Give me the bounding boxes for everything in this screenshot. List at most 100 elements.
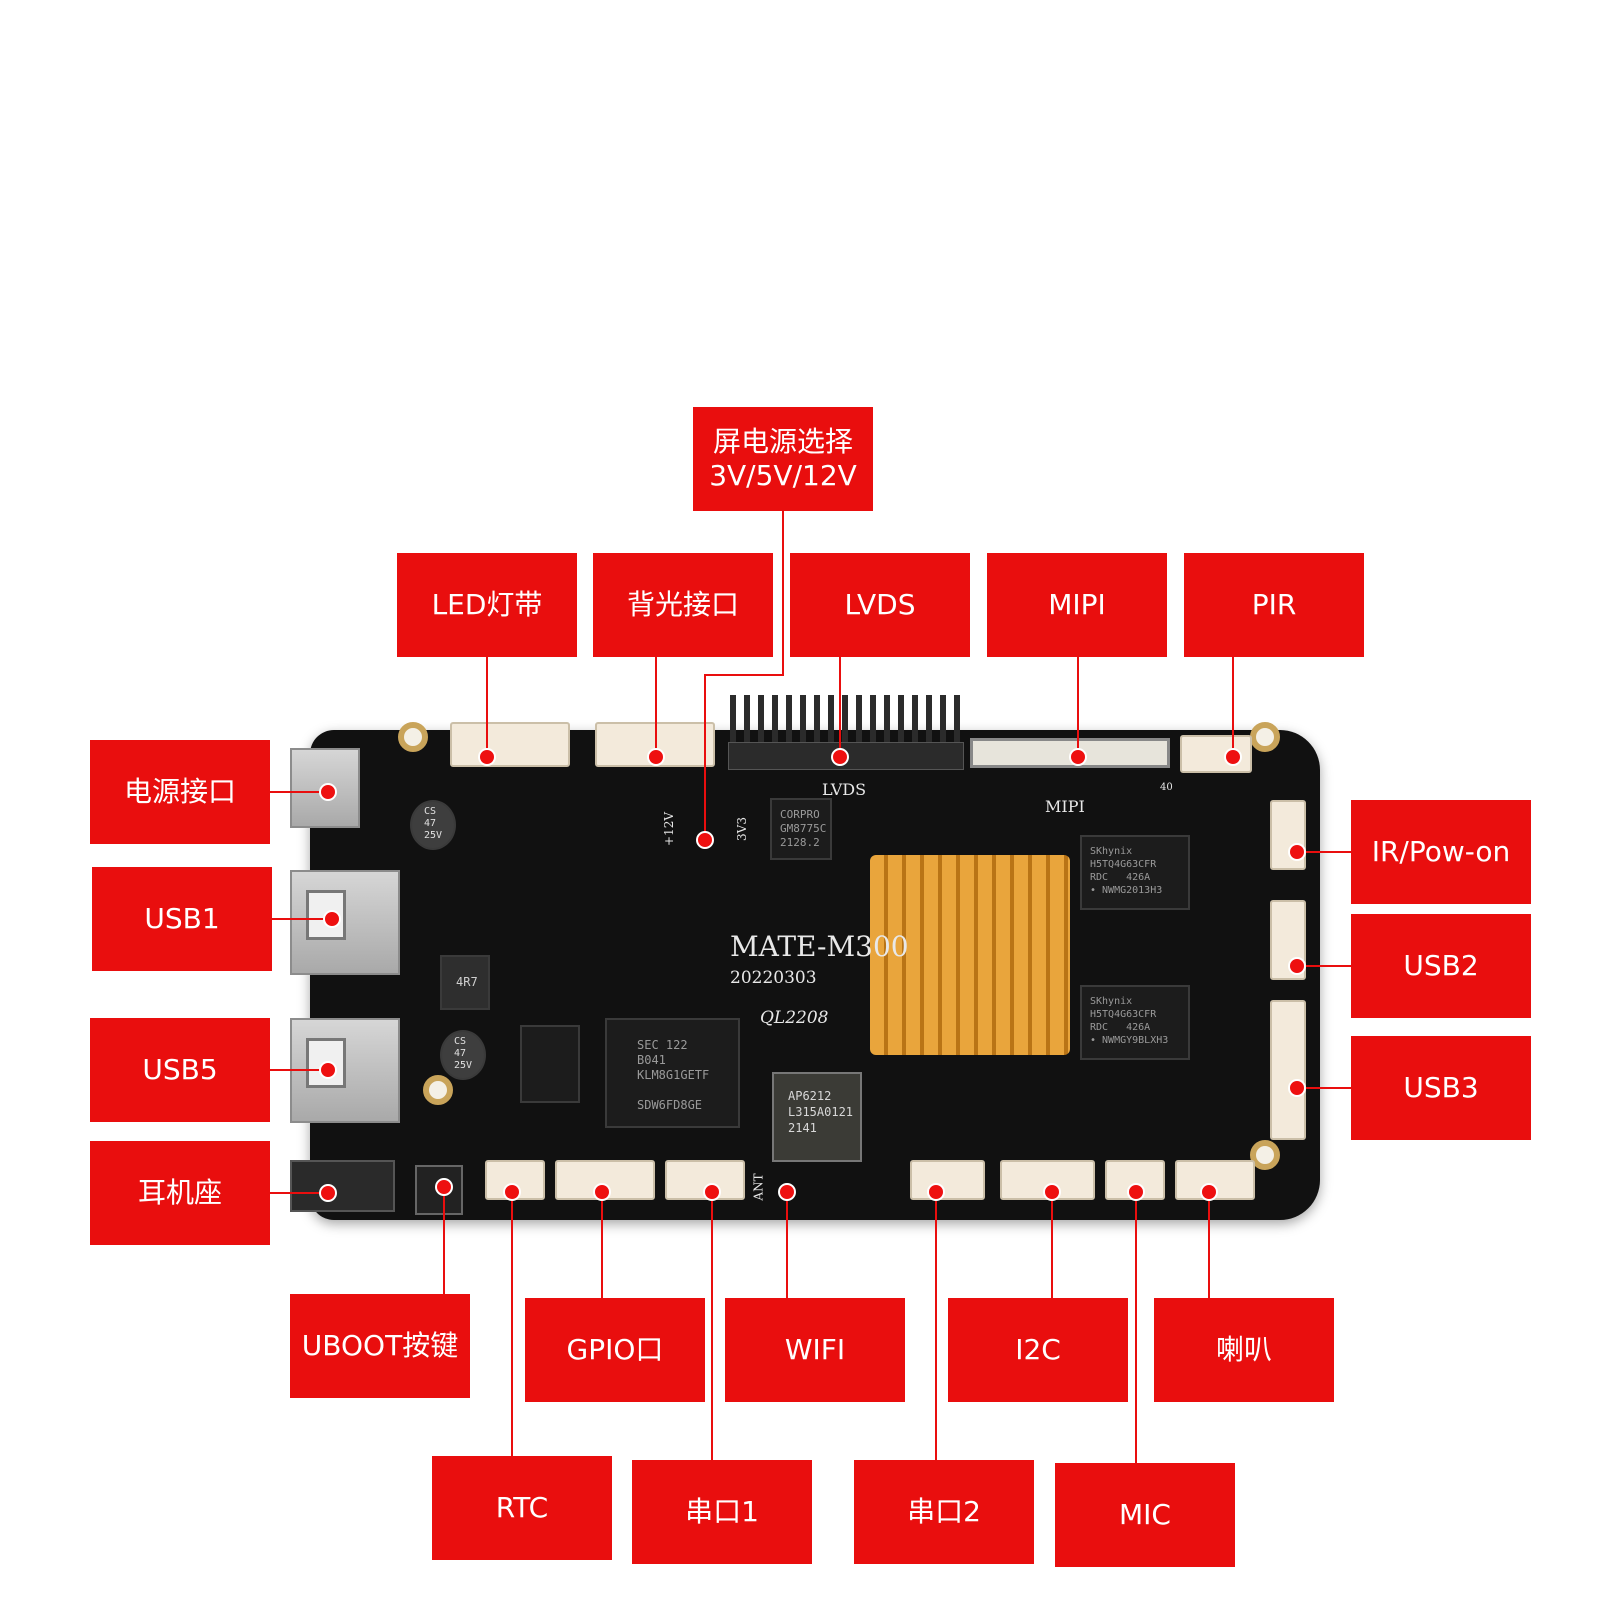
label-uboot-key: UBOOT按键 bbox=[290, 1294, 470, 1398]
label-text-gpio-port: GPIO口 bbox=[566, 1333, 664, 1366]
ram-chip-top: SKhynix H5TQ4G63CFR RDC 426A • NWMG2013H… bbox=[1080, 835, 1190, 910]
capacitor-2: CS 47 25V bbox=[440, 1030, 486, 1080]
label-text-speaker: 喇叭 bbox=[1215, 1333, 1272, 1366]
led-strip-connector bbox=[450, 722, 570, 767]
label-text-lvds: LVDS bbox=[844, 588, 916, 621]
label-text-usb3: USB3 bbox=[1403, 1071, 1479, 1104]
emmc-text: SEC 122 B041 KLM8G1GETF SDW6FD8GE bbox=[637, 1038, 710, 1112]
capacitor-2-text: CS 47 25V bbox=[454, 1036, 473, 1071]
marker-dot-screen-power-select bbox=[696, 831, 714, 849]
marker-dot-ir-pow-on bbox=[1288, 843, 1306, 861]
label-serial-2: 串口2 bbox=[854, 1460, 1034, 1564]
label-text-ir-pow-on: IR/Pow-on bbox=[1371, 835, 1511, 868]
marker-dot-usb2 bbox=[1288, 957, 1306, 975]
capacitor-1: CS 47 25V bbox=[410, 800, 456, 850]
label-text-pir: PIR bbox=[1251, 588, 1297, 621]
label-usb1: USB1 bbox=[92, 867, 272, 971]
label-serial-1: 串口1 bbox=[632, 1460, 812, 1564]
mount-hole-top-right bbox=[1250, 722, 1280, 752]
capacitor-1-text: CS 47 25V bbox=[424, 806, 443, 841]
inductor-text: 4R7 bbox=[456, 975, 478, 989]
marker-dot-i2c bbox=[1043, 1183, 1061, 1201]
marker-dot-usb5 bbox=[319, 1061, 337, 1079]
ram-top-text: SKhynix H5TQ4G63CFR RDC 426A • NWMG2013H… bbox=[1090, 846, 1163, 896]
label-text-wifi: WIFI bbox=[784, 1333, 846, 1366]
marker-dot-lvds bbox=[831, 748, 849, 766]
label-i2c: I2C bbox=[948, 1298, 1128, 1402]
bridge-chip-text: CORPRO GM8775C 2128.2 bbox=[780, 808, 827, 849]
marker-dot-rtc bbox=[503, 1183, 521, 1201]
marker-dot-backlight-port bbox=[647, 748, 665, 766]
wifi-module: AP6212 L315A0121 2141 bbox=[772, 1072, 862, 1162]
board-mipi-text: MIPI bbox=[1045, 797, 1085, 816]
marker-dot-wifi bbox=[778, 1183, 796, 1201]
mount-hole-left bbox=[423, 1075, 453, 1105]
label-text-serial-1: 串口1 bbox=[685, 1495, 759, 1528]
usb3-connector bbox=[1270, 1000, 1306, 1140]
marker-dot-usb3 bbox=[1288, 1079, 1306, 1097]
label-lvds: LVDS bbox=[790, 553, 970, 657]
label-speaker: 喇叭 bbox=[1154, 1298, 1334, 1402]
marker-dot-power-port bbox=[319, 783, 337, 801]
ram-bottom-text: SKhynix H5TQ4G63CFR RDC 426A • NWMGY9BLX… bbox=[1090, 996, 1169, 1046]
label-text-headphone-jack: 耳机座 bbox=[137, 1176, 222, 1209]
serial2-connector bbox=[910, 1160, 985, 1200]
label-mic: MIC bbox=[1055, 1463, 1235, 1567]
label-text-serial-2: 串口2 bbox=[907, 1495, 981, 1528]
label-text-usb5: USB5 bbox=[142, 1053, 218, 1086]
label-usb5: USB5 bbox=[90, 1018, 270, 1122]
ram-chip-bottom: SKhynix H5TQ4G63CFR RDC 426A • NWMGY9BLX… bbox=[1080, 985, 1190, 1060]
cpu-heatsink bbox=[870, 855, 1070, 1055]
marker-dot-gpio-port bbox=[593, 1183, 611, 1201]
lvds-bridge-chip: CORPRO GM8775C 2128.2 bbox=[770, 798, 832, 860]
label-headphone-jack: 耳机座 bbox=[90, 1141, 270, 1245]
lvds-header bbox=[728, 742, 964, 770]
label-power-port: 电源接口 bbox=[90, 740, 270, 844]
board-lot-text: QL2208 bbox=[760, 1008, 829, 1028]
label-text-i2c: I2C bbox=[1015, 1333, 1061, 1366]
board-pin40-text: 40 bbox=[1160, 782, 1173, 793]
label-usb3: USB3 bbox=[1351, 1036, 1531, 1140]
board-lvds-text: LVDS bbox=[822, 780, 867, 799]
label-text-mipi: MIPI bbox=[1048, 588, 1106, 621]
label-mipi: MIPI bbox=[987, 553, 1167, 657]
leader-line-screen-power-select bbox=[704, 511, 784, 840]
label-text-usb1: USB1 bbox=[144, 902, 220, 935]
label-rtc: RTC bbox=[432, 1456, 612, 1560]
label-text-rtc: RTC bbox=[495, 1491, 549, 1524]
label-led-strip: LED灯带 bbox=[397, 553, 577, 657]
emmc-chip: SEC 122 B041 KLM8G1GETF SDW6FD8GE bbox=[605, 1018, 740, 1128]
marker-dot-mic bbox=[1127, 1183, 1145, 1201]
label-text-screen-power-select: 屏电源选择 3V/5V/12V bbox=[709, 425, 857, 492]
label-text-uboot-key: UBOOT按键 bbox=[301, 1329, 459, 1362]
board-model-text: MATE-M300 bbox=[730, 930, 909, 963]
mount-hole-top-left bbox=[398, 722, 428, 752]
marker-dot-pir bbox=[1224, 748, 1242, 766]
marker-dot-speaker bbox=[1200, 1183, 1218, 1201]
label-wifi: WIFI bbox=[725, 1298, 905, 1402]
board-date-text: 20220303 bbox=[730, 968, 817, 988]
inductor: 4R7 bbox=[440, 955, 490, 1010]
lvds-header-pins bbox=[730, 695, 960, 745]
wifi-module-text: AP6212 L315A0121 2141 bbox=[788, 1089, 854, 1135]
label-text-led-strip: LED灯带 bbox=[431, 588, 543, 621]
label-usb2: USB2 bbox=[1351, 914, 1531, 1018]
marker-dot-usb1 bbox=[323, 910, 341, 928]
label-screen-power-select: 屏电源选择 3V/5V/12V bbox=[693, 407, 873, 511]
marker-dot-mipi bbox=[1069, 748, 1087, 766]
label-backlight-port: 背光接口 bbox=[593, 553, 773, 657]
label-text-power-port: 电源接口 bbox=[123, 775, 236, 808]
marker-dot-headphone-jack bbox=[319, 1184, 337, 1202]
mount-hole-bottom-right bbox=[1250, 1140, 1280, 1170]
marker-dot-serial-2 bbox=[927, 1183, 945, 1201]
usb5-port bbox=[290, 1018, 400, 1123]
headphone-jack-body bbox=[290, 1160, 395, 1212]
label-text-usb2: USB2 bbox=[1403, 949, 1479, 982]
label-text-backlight-port: 背光接口 bbox=[626, 588, 739, 621]
usb1-port bbox=[290, 870, 400, 975]
marker-dot-serial-1 bbox=[703, 1183, 721, 1201]
marker-dot-uboot-key bbox=[435, 1178, 453, 1196]
label-text-mic: MIC bbox=[1119, 1498, 1171, 1531]
